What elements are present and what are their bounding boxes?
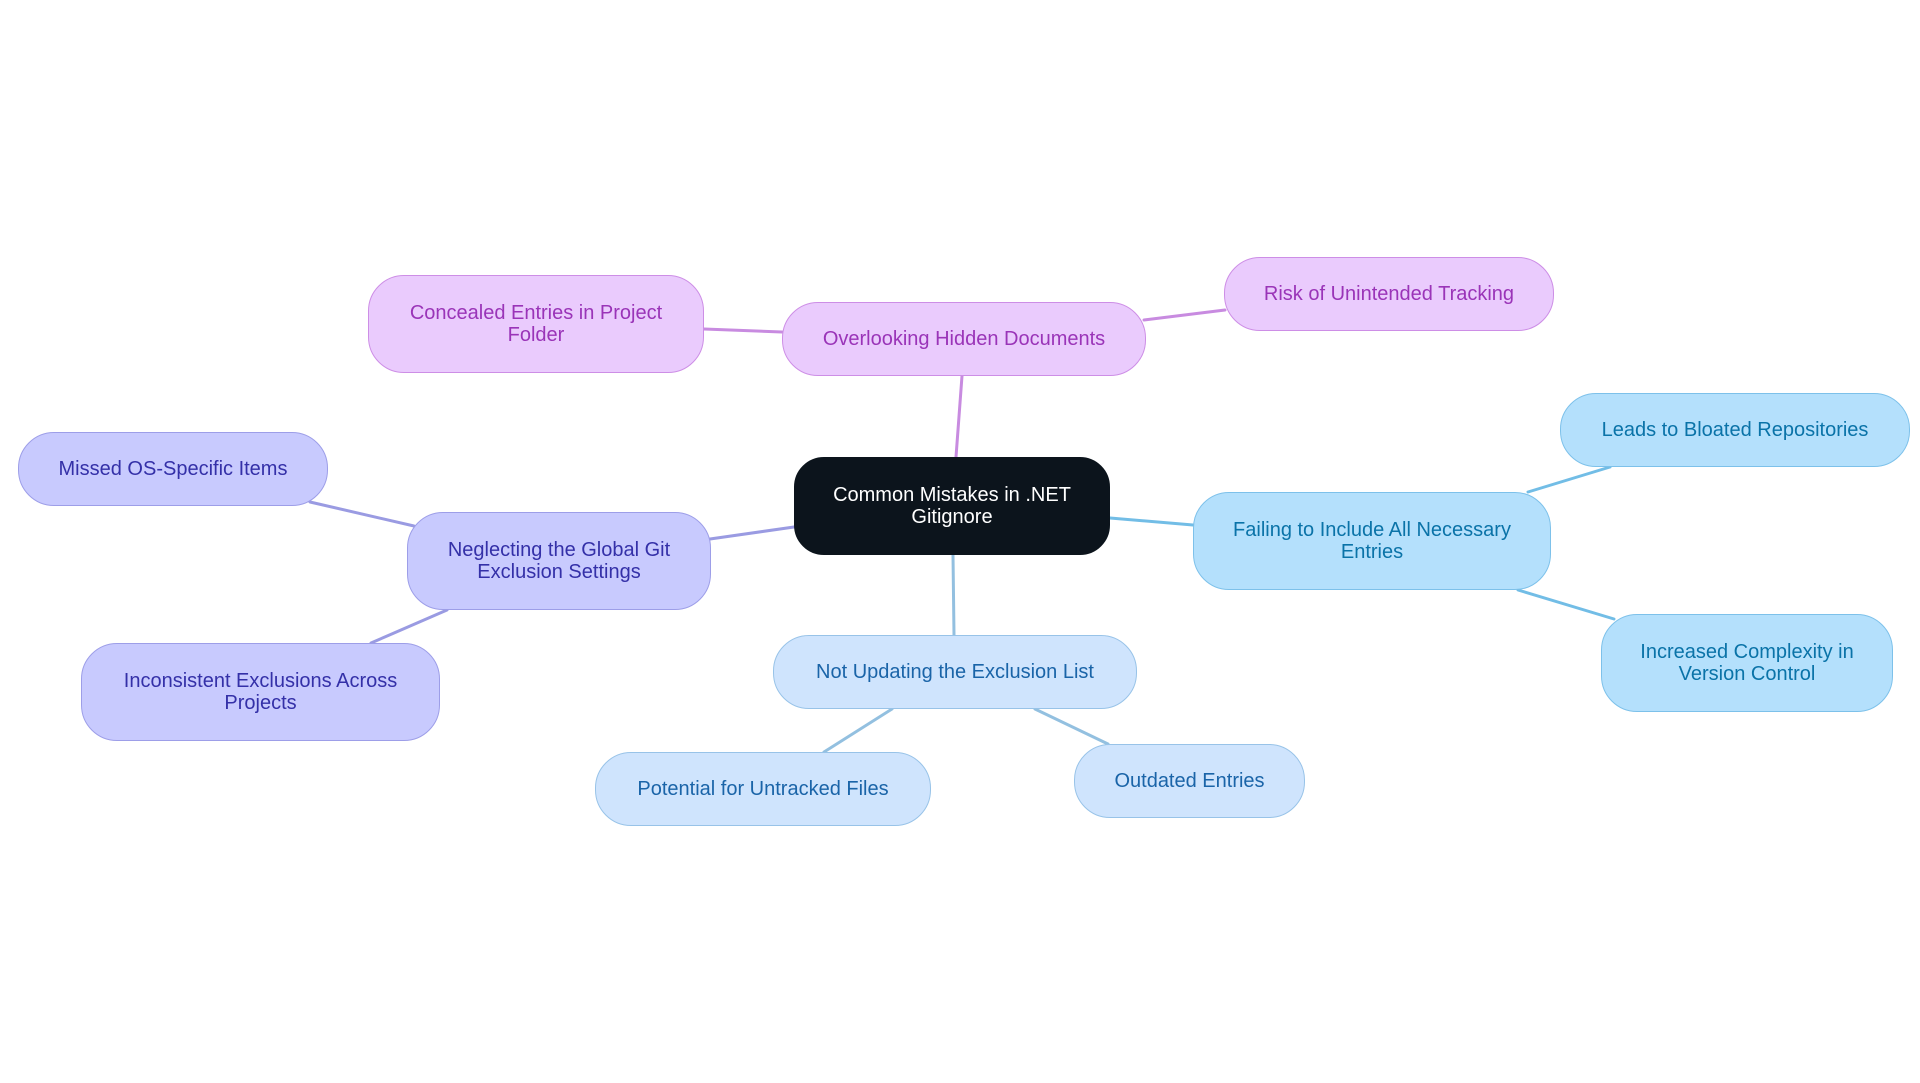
root-node: Common Mistakes in .NET Gitignore [794, 457, 1110, 555]
leaf-node-bloated-repositories: Leads to Bloated Repositories [1560, 393, 1910, 467]
leaf-node-outdated-entries: Outdated Entries [1074, 744, 1305, 818]
edge-hidden-tracking [1142, 308, 1227, 322]
edge-include-complexity [1516, 588, 1616, 621]
edge-global-inconsistent [369, 608, 449, 645]
branch-node-global-exclusion: Neglecting the Global Git Exclusion Sett… [407, 512, 711, 610]
edge-global-os [308, 500, 416, 528]
edge-update-untracked [822, 707, 894, 754]
branch-node-exclusion-list: Not Updating the Exclusion List [773, 635, 1137, 709]
edge-include-bloated [1526, 465, 1612, 494]
edge-root-include [1108, 516, 1195, 527]
edge-update-outdated [1033, 707, 1110, 746]
branch-node-necessary-entries: Failing to Include All Necessary Entries [1193, 492, 1551, 590]
connector-lines [308, 308, 1616, 754]
leaf-node-inconsistent-exclusions: Inconsistent Exclusions Across Projects [81, 643, 440, 741]
leaf-node-unintended-tracking: Risk of Unintended Tracking [1224, 257, 1554, 331]
leaf-node-os-specific-items: Missed OS-Specific Items [18, 432, 328, 506]
leaf-node-concealed-entries: Concealed Entries in Project Folder [368, 275, 704, 373]
leaf-node-untracked-files: Potential for Untracked Files [595, 752, 931, 826]
branch-node-hidden-documents: Overlooking Hidden Documents [782, 302, 1146, 376]
edge-root-global [708, 525, 796, 541]
edge-root-hidden [954, 374, 964, 459]
edge-root-update [951, 553, 956, 637]
leaf-node-version-control-complexity: Increased Complexity in Version Control [1601, 614, 1893, 712]
edge-hidden-concealed [702, 327, 784, 334]
